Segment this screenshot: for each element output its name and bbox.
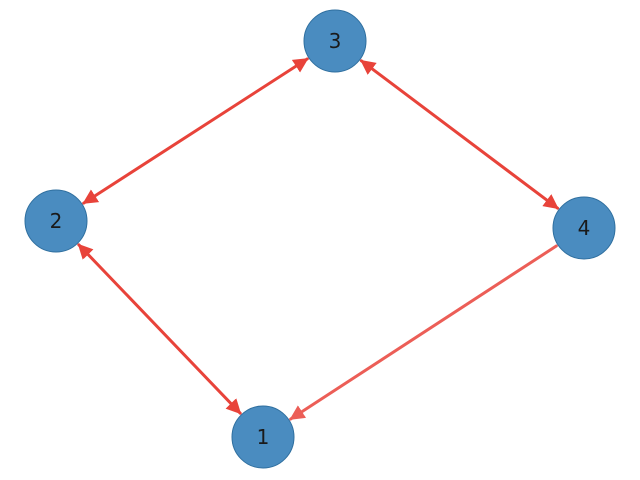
node-1: 1: [231, 405, 295, 469]
node-4: 4: [552, 196, 616, 260]
node-circle-4: [552, 196, 616, 260]
edge-4-1: [289, 244, 558, 421]
node-3: 3: [303, 9, 367, 73]
nodes-layer: 1 2 3 4: [24, 9, 616, 469]
edge-2-1: [77, 243, 242, 415]
node-circle-2: [24, 189, 88, 253]
node-circle-1: [231, 405, 295, 469]
node-circle-3: [303, 9, 367, 73]
node-label-1: 1: [257, 425, 270, 449]
edge-2-3: [82, 57, 309, 205]
edge-3-4: [359, 59, 560, 210]
node-label-2: 2: [50, 209, 63, 233]
node-label-3: 3: [329, 29, 342, 53]
node-2: 2: [24, 189, 88, 253]
edges-layer: [77, 57, 560, 421]
node-label-4: 4: [578, 216, 591, 240]
